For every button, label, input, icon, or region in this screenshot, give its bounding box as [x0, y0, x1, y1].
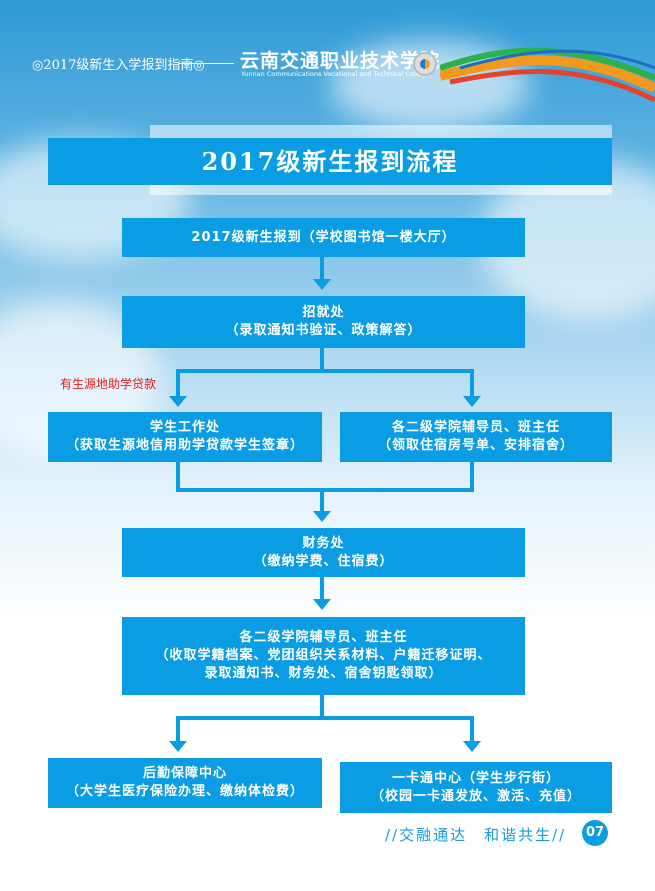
arrow-down-icon: [313, 599, 331, 610]
connector: [176, 369, 474, 373]
divider: [178, 63, 234, 64]
step-detail: （缴纳学费、住宿费）: [253, 553, 394, 569]
footer-slogan: //交融通达 和谐共生//: [385, 826, 567, 844]
step-registration: 2017级新生报到（学校图书馆一楼大厅）: [122, 218, 525, 257]
guide-title: ◎2017级新生入学报到指南◎: [32, 58, 205, 73]
connector: [320, 257, 324, 279]
step-detail: 录取通知书、财务处、宿舍钥匙领取）: [204, 666, 443, 681]
step-title: 后勤保障中心: [142, 766, 227, 781]
step-logistics: 后勤保障中心 （大学生医疗保险办理、缴纳体检费）: [48, 758, 322, 808]
arrow-down-icon: [169, 396, 187, 407]
connector: [320, 348, 324, 372]
arrow-down-icon: [463, 396, 481, 407]
step-student-affairs: 学生工作处 （获取生源地信用助学贷款学生签章）: [48, 412, 322, 462]
step-title: 财务处: [302, 535, 345, 551]
step-title: 招就处: [302, 305, 345, 320]
step-campus-card: 一卡通中心（学生步行街） （校园一卡通发放、激活、充值）: [340, 762, 612, 813]
branch-label: 有生源地助学贷款: [60, 377, 157, 391]
connector: [176, 462, 180, 492]
arrow-down-icon: [463, 741, 481, 752]
step-detail: （获取生源地信用助学贷款学生签章）: [65, 438, 304, 453]
page-title-text: 2017级新生报到流程: [201, 146, 459, 176]
step-detail: （收取学籍档案、党团组织关系材料、户籍迁移证明、: [155, 648, 492, 663]
step-title: 各二级学院辅导员、班主任: [391, 420, 560, 435]
connector: [470, 369, 474, 396]
step-document-collection: 各二级学院辅导员、班主任 （收取学籍档案、党团组织关系材料、户籍迁移证明、录取通知…: [122, 617, 525, 695]
step-title: 学生工作处: [149, 420, 220, 435]
connector: [176, 488, 474, 492]
connector: [470, 462, 474, 492]
step-detail: （大学生医疗保险办理、缴纳体检费）: [65, 784, 304, 799]
college-name: 云南交通职业技术学院: [240, 50, 441, 72]
connector: [320, 577, 324, 599]
connector: [470, 716, 474, 742]
page-number: 07: [582, 820, 608, 846]
ribbon-decoration-icon: [440, 47, 655, 103]
page-title: 2017级新生报到流程: [48, 138, 612, 185]
step-admissions: 招就处 （录取通知书验证、政策解答）: [122, 296, 525, 348]
connector: [176, 369, 180, 396]
college-name-en: Yunnan Communications Vocational and Tec…: [241, 70, 430, 78]
connector: [320, 695, 324, 719]
connector: [176, 716, 180, 742]
arrow-down-icon: [313, 511, 331, 522]
step-title: 各二级学院辅导员、班主任: [239, 630, 408, 645]
step-detail: （领取住宿房号单、安排宿舍）: [377, 438, 574, 453]
step-title: 一卡通中心（学生步行街）: [391, 770, 560, 786]
step-detail: （校园一卡通发放、激活、充值）: [370, 788, 581, 804]
arrow-down-icon: [313, 279, 331, 290]
connector: [320, 488, 324, 512]
connector: [176, 716, 474, 720]
step-detail: （录取通知书验证、政策解答）: [225, 323, 422, 338]
step-text: 2017级新生报到（学校图书馆一楼大厅）: [191, 229, 456, 245]
step-dorm-assignment: 各二级学院辅导员、班主任 （领取住宿房号单、安排宿舍）: [340, 412, 612, 462]
arrow-down-icon: [169, 741, 187, 752]
college-logo-icon: [413, 52, 437, 76]
step-finance: 财务处 （缴纳学费、住宿费）: [122, 528, 525, 577]
